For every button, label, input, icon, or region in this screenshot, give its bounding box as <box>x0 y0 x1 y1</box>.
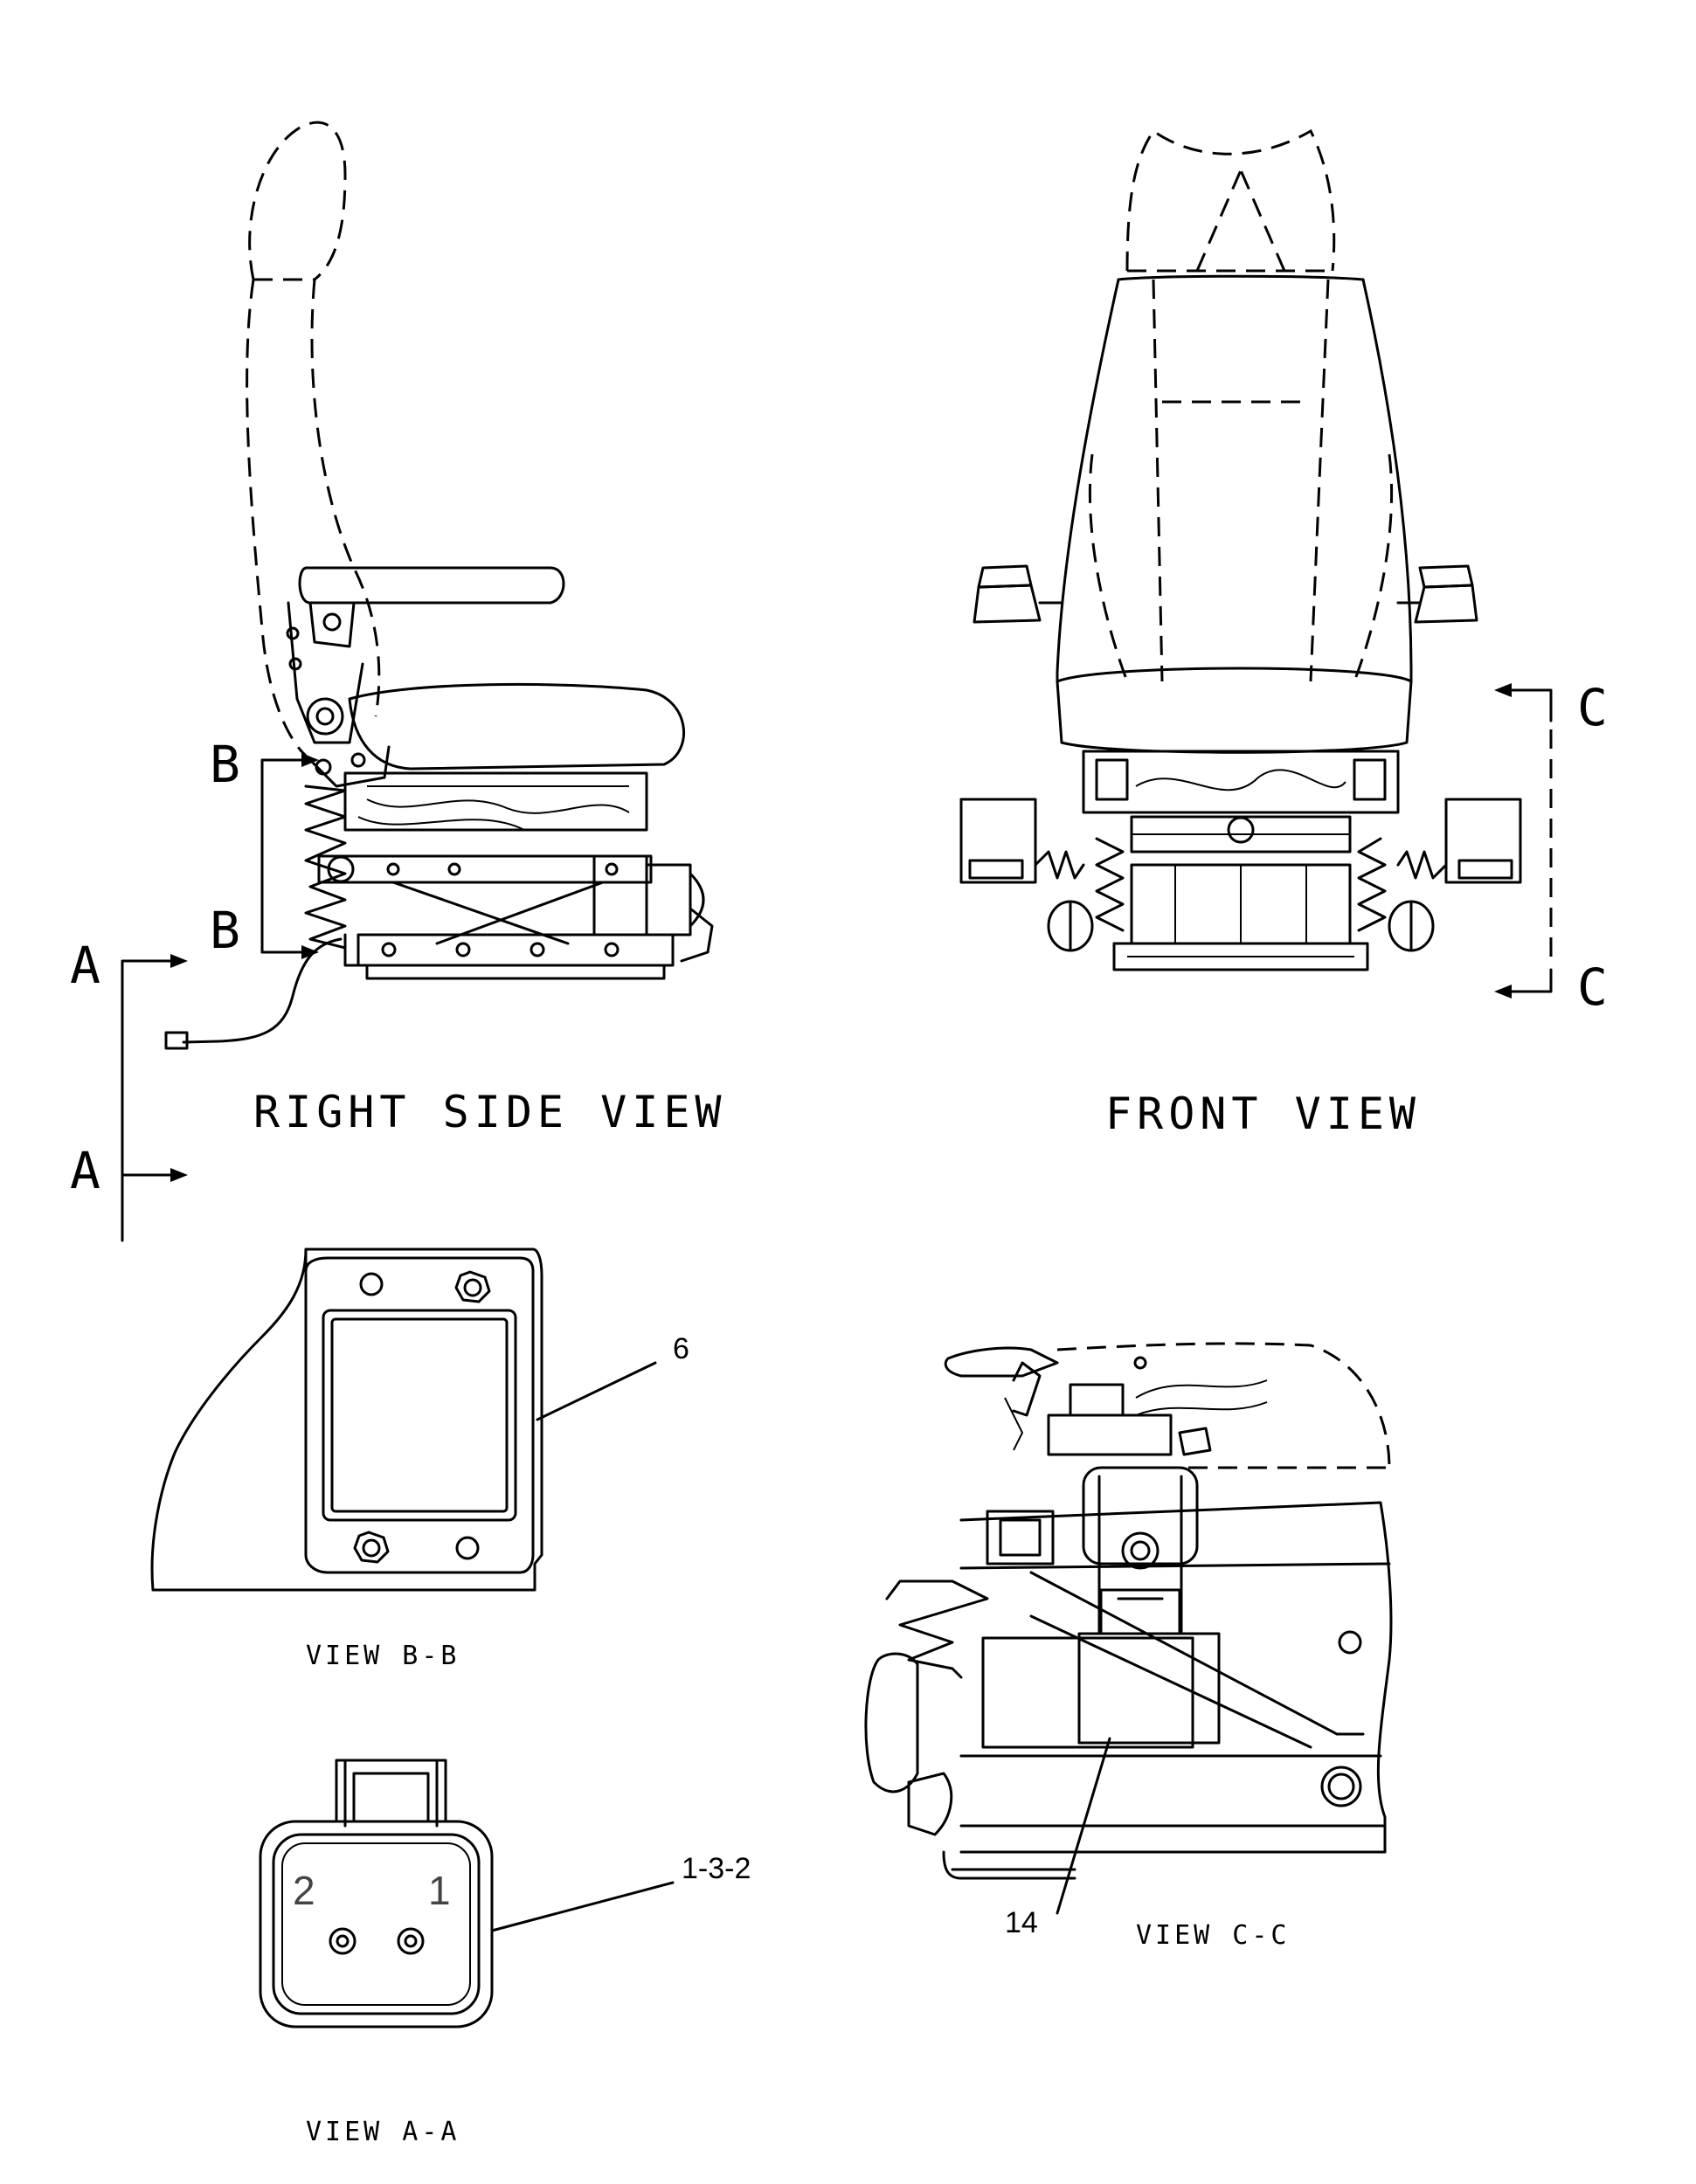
view-a-a-connector <box>259 1759 675 2028</box>
section-label-c-bottom: C <box>1577 957 1608 1017</box>
connector-pin-2-label: 2 <box>293 1868 315 1913</box>
view-c-c-title: VIEW C-C <box>1136 1920 1291 1951</box>
front-view-title: FRONT VIEW <box>1105 1089 1421 1139</box>
section-cut-a: A A <box>70 936 188 1242</box>
right-side-view-seat <box>164 121 714 1050</box>
front-view-seat <box>959 128 1522 971</box>
view-c-c-detail <box>864 1342 1393 1915</box>
section-cut-c: C C <box>1494 678 1608 1017</box>
callout-part-6: 6 <box>673 1332 689 1365</box>
section-label-b-top: B <box>210 735 240 794</box>
right-side-view-title: RIGHT SIDE VIEW <box>253 1087 727 1137</box>
section-label-a-top: A <box>70 936 100 995</box>
section-label-b-bottom: B <box>210 901 240 960</box>
view-a-a-title: VIEW A-A <box>306 2117 460 2147</box>
section-label-c-top: C <box>1577 678 1608 737</box>
callout-part-14: 14 <box>1005 1906 1038 1939</box>
section-label-a-bottom: A <box>70 1141 100 1200</box>
view-b-b-bracket <box>150 1248 657 1592</box>
connector-pin-1-label: 1 <box>428 1868 451 1913</box>
callout-part-1-3-2: 1-3-2 <box>682 1852 751 1885</box>
section-cut-b: B B <box>210 735 319 960</box>
view-b-b-title: VIEW B-B <box>306 1641 460 1671</box>
